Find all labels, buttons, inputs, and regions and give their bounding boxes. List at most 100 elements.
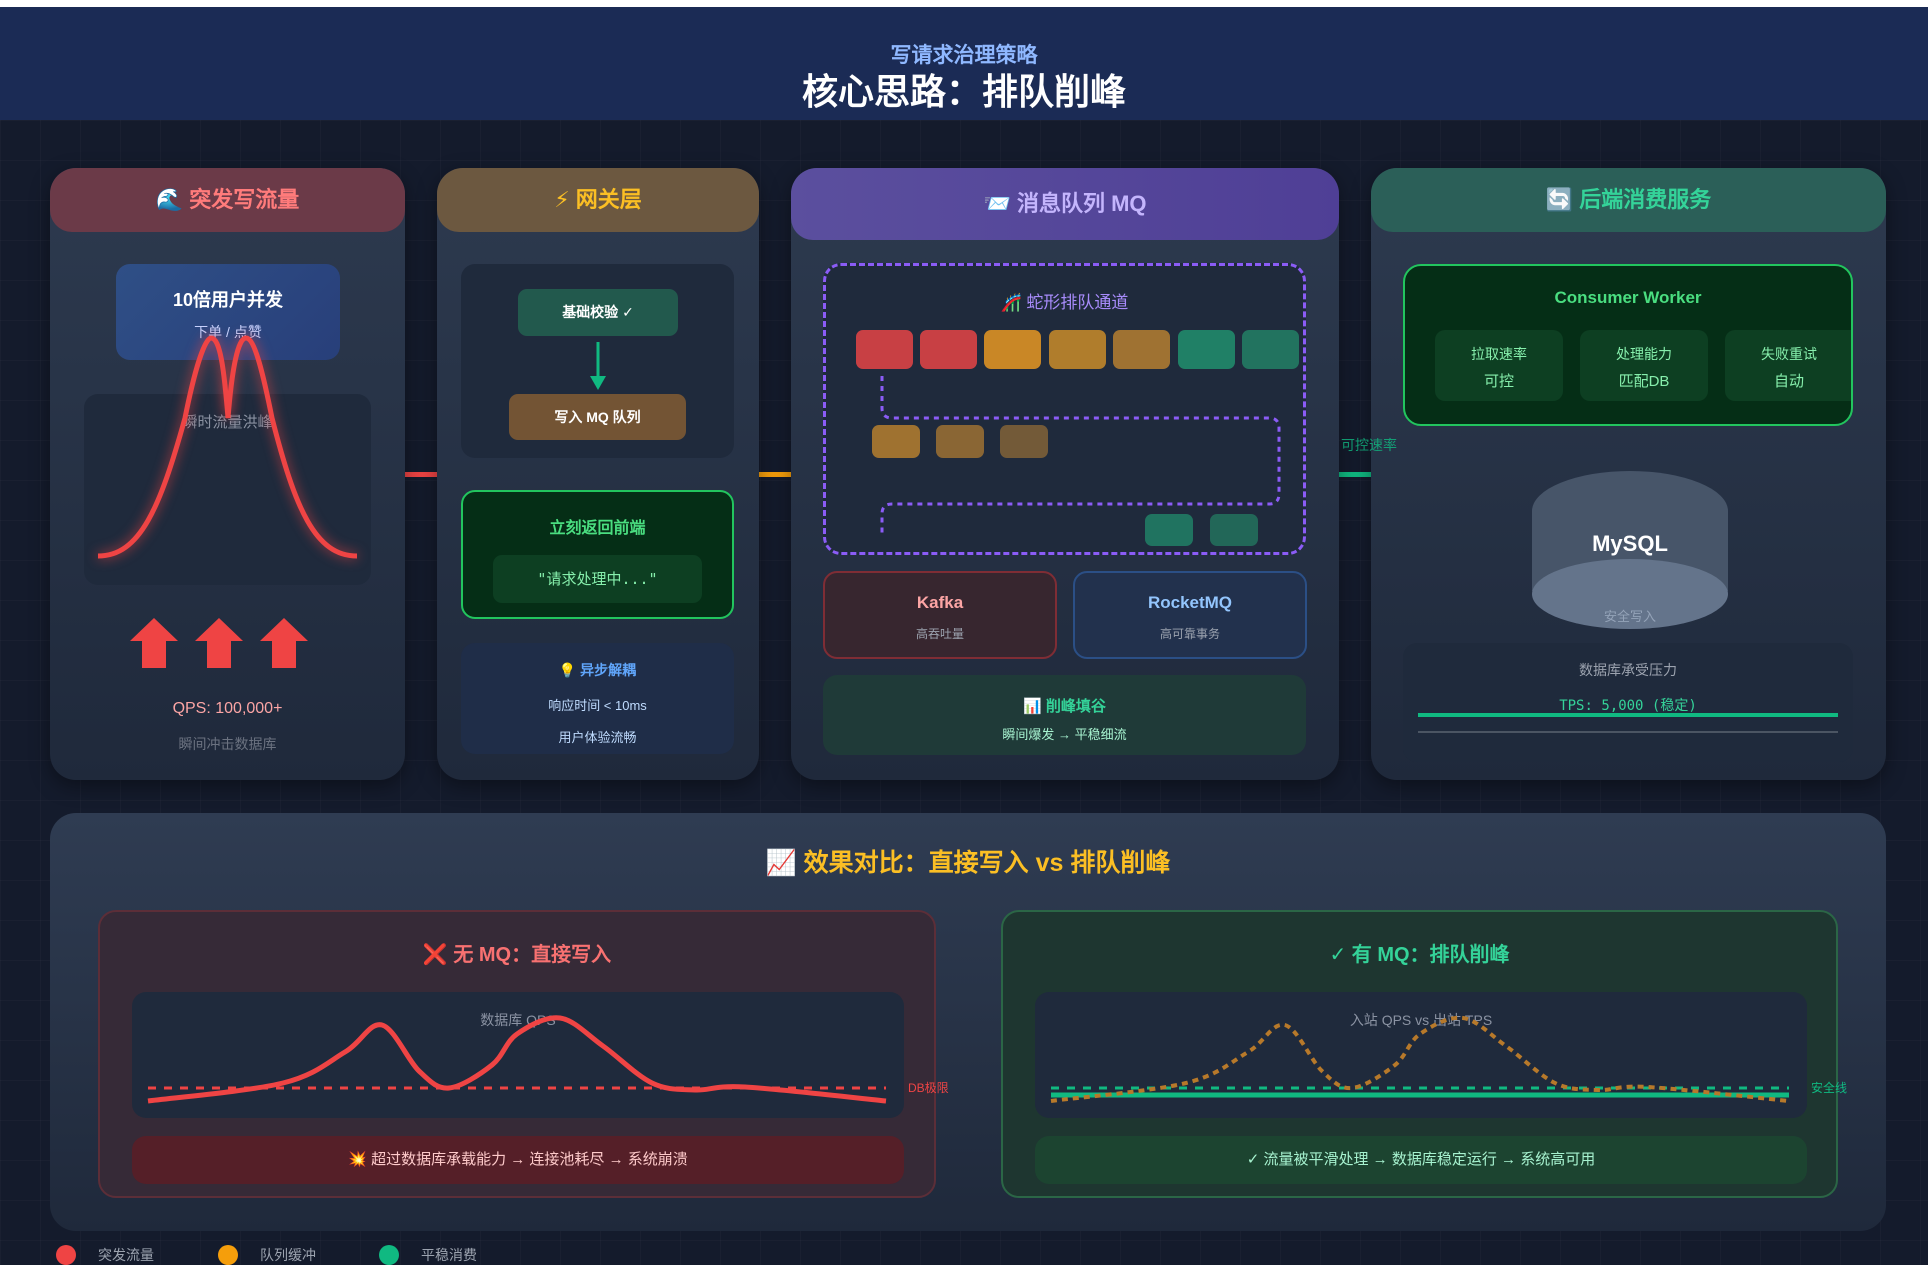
top-strip	[0, 0, 1928, 7]
async-title: 💡 异步解耦	[558, 662, 637, 678]
with-result: ✓ 流量被平滑处理 → 数据库稳定运行 → 系统高可用	[1035, 1136, 1807, 1184]
rocketmq-desc: 高可靠事务	[1159, 627, 1220, 641]
snake-path	[880, 376, 1281, 537]
feature-label: 失败重试	[1761, 346, 1817, 362]
queue-message-block	[1049, 330, 1106, 369]
queue-message-block	[872, 425, 920, 458]
feature-value: 自动	[1773, 373, 1804, 390]
snake-queue-channel: 🎢 蛇形排队通道	[823, 263, 1306, 555]
without-chart: 数据库 QPS DB极限	[132, 992, 949, 1118]
validate-step: 基础校验 ✓	[518, 289, 678, 336]
with-mq-panel: ✓ 有 MQ：排队削峰 入站 QPS vs 出站 TPS 安全线 ✓ 流量被平滑…	[1001, 910, 1847, 1198]
safe-line-label: 安全线	[1811, 1081, 1848, 1095]
page-title: 核心思路：排队削峰	[801, 71, 1126, 112]
channel-title: 🎢 蛇形排队通道	[1000, 293, 1129, 312]
legend-label: 突发流量	[98, 1247, 154, 1263]
tps-bar	[1418, 713, 1838, 717]
qps-value: QPS: 100,000+	[172, 700, 283, 717]
consumer-card-header: 🔄 后端消费服务	[1371, 168, 1886, 232]
return-message: "请求处理中..."	[493, 555, 702, 603]
shaving-title: 📊 削峰填谷	[1023, 698, 1106, 715]
kafka-box: Kafka 高吞吐量	[823, 571, 1057, 659]
comparison-panel: 📈 效果对比：直接写入 vs 排队削峰 ❌ 无 MQ：直接写入 数据库 QPS …	[50, 813, 1886, 1231]
consumer-card: 🔄 后端消费服务 Consumer Worker 拉取速率 可控 处理能力 匹配…	[1341, 168, 1886, 780]
db-name: MySQL	[1592, 531, 1668, 556]
upward-arrows	[130, 618, 308, 668]
direct-qps-curve	[147, 1015, 887, 1104]
with-chart: 入站 QPS vs 出站 TPS 安全线	[1035, 992, 1847, 1118]
queue-message-block	[1178, 330, 1235, 369]
controlled-rate-label: 可控速率	[1341, 437, 1397, 453]
without-mq-panel: ❌ 无 MQ：直接写入 数据库 QPS DB极限 💥 超过数据库承载能力 → 连…	[98, 910, 949, 1198]
burst-card-header: 🌊 突发写流量	[50, 168, 405, 232]
async-response-time: 响应时间 < 10ms	[548, 698, 647, 713]
mq-card: 📨 消息队列 MQ 🎢 蛇形排队通道 Kafka 高吞吐量 RocketMQ 高…	[791, 168, 1339, 780]
up-arrow-icon	[195, 618, 243, 668]
comparison-title: 📈 效果对比：直接写入 vs 排队削峰	[765, 849, 1171, 877]
feature-value: 匹配DB	[1618, 373, 1670, 390]
legend-dot	[379, 1245, 399, 1265]
db-limit-label: DB极限	[908, 1081, 949, 1095]
queue-message-block	[1113, 330, 1170, 369]
legend: 突发流量 队列缓冲 平稳消费	[56, 1245, 477, 1265]
connector-gateway-mq	[759, 472, 791, 477]
pressure-title: 数据库承受压力	[1579, 662, 1677, 678]
legend-dot	[56, 1245, 76, 1265]
concurrent-users-box: 10倍用户并发 下单 / 点赞	[116, 264, 340, 360]
without-title: ❌ 无 MQ：直接写入	[422, 944, 612, 966]
legend-label: 队列缓冲	[260, 1247, 316, 1263]
with-title: ✓ 有 MQ：排队削峰	[1329, 944, 1510, 966]
flood-chart-label: 瞬时流量洪峰	[182, 414, 273, 431]
up-arrow-icon	[260, 618, 308, 668]
feature-pull-rate: 拉取速率 可控	[1435, 330, 1563, 401]
mysql-cylinder: MySQL 安全写入	[1532, 471, 1728, 630]
consumer-worker-box: Consumer Worker 拉取速率 可控 处理能力 匹配DB 失败重试 自…	[1403, 264, 1853, 426]
async-decouple-box: 💡 异步解耦 响应时间 < 10ms 用户体验流畅	[461, 643, 734, 754]
arrow-down-icon	[590, 342, 606, 390]
without-result: 💥 超过数据库承载能力 → 连接池耗尽 → 系统崩溃	[132, 1136, 904, 1184]
peak-shaving-box: 📊 削峰填谷 瞬间爆发 → 平稳细流	[823, 675, 1306, 755]
tps-value: TPS: 5,000 (稳定)	[1559, 698, 1697, 714]
kafka-desc: 高吞吐量	[915, 627, 964, 641]
mq-card-header: 📨 消息队列 MQ	[791, 168, 1339, 240]
queue-message-block	[1145, 514, 1193, 546]
feature-label: 处理能力	[1616, 346, 1672, 362]
users-title: 10倍用户并发	[172, 290, 284, 310]
feature-label: 拉取速率	[1471, 346, 1527, 362]
legend-item-burst: 突发流量	[56, 1245, 218, 1265]
legend-dot	[218, 1245, 238, 1265]
queue-message-block	[920, 330, 977, 369]
inbound-qps-curve	[1050, 1015, 1790, 1103]
shaving-desc: 瞬间爆发 → 平稳细流	[1002, 727, 1127, 742]
legend-label: 平稳消费	[421, 1247, 477, 1263]
burst-traffic-card: 🌊 突发写流量 10倍用户并发 下单 / 点赞 瞬时流量洪峰 QPS: 100,…	[50, 168, 405, 780]
return-title: 立刻返回前端	[549, 520, 646, 537]
rocketmq-box: RocketMQ 高可靠事务	[1073, 571, 1307, 659]
write-mq-step: 写入 MQ 队列	[509, 394, 686, 440]
queue-message-block	[1000, 425, 1048, 458]
queue-message-block	[1210, 514, 1258, 546]
tps-track	[1418, 731, 1838, 733]
gateway-flow-box: 基础校验 ✓ 写入 MQ 队列	[461, 264, 734, 458]
qps-sub: 瞬间冲击数据库	[178, 736, 277, 752]
feature-retry: 失败重试 自动	[1725, 330, 1851, 401]
page-subtitle: 写请求治理策略	[890, 44, 1038, 67]
rocketmq-name: RocketMQ	[1147, 593, 1233, 612]
queue-message-block	[856, 330, 913, 369]
up-arrow-icon	[130, 618, 178, 668]
gateway-card: ⚡ 网关层 基础校验 ✓ 写入 MQ 队列 立刻返回前端 "请求处理中..." …	[437, 168, 759, 780]
queue-message-block	[984, 330, 1041, 369]
flood-curve	[97, 335, 358, 559]
gateway-card-header: ⚡ 网关层	[437, 168, 759, 232]
legend-item-steady: 平稳消费	[379, 1245, 477, 1265]
immediate-return-box: 立刻返回前端 "请求处理中..."	[461, 490, 734, 619]
feature-process-capacity: 处理能力 匹配DB	[1580, 330, 1708, 401]
queue-message-block	[1242, 330, 1299, 369]
db-pressure-box: 数据库承受压力 TPS: 5,000 (稳定)	[1403, 643, 1853, 762]
queue-message-block	[936, 425, 984, 458]
worker-title: Consumer Worker	[1554, 288, 1702, 307]
page-header: 写请求治理策略 核心思路：排队削峰	[0, 7, 1928, 120]
kafka-name: Kafka	[916, 593, 964, 612]
feature-value: 可控	[1483, 373, 1514, 390]
legend-item-queue: 队列缓冲	[218, 1245, 379, 1265]
